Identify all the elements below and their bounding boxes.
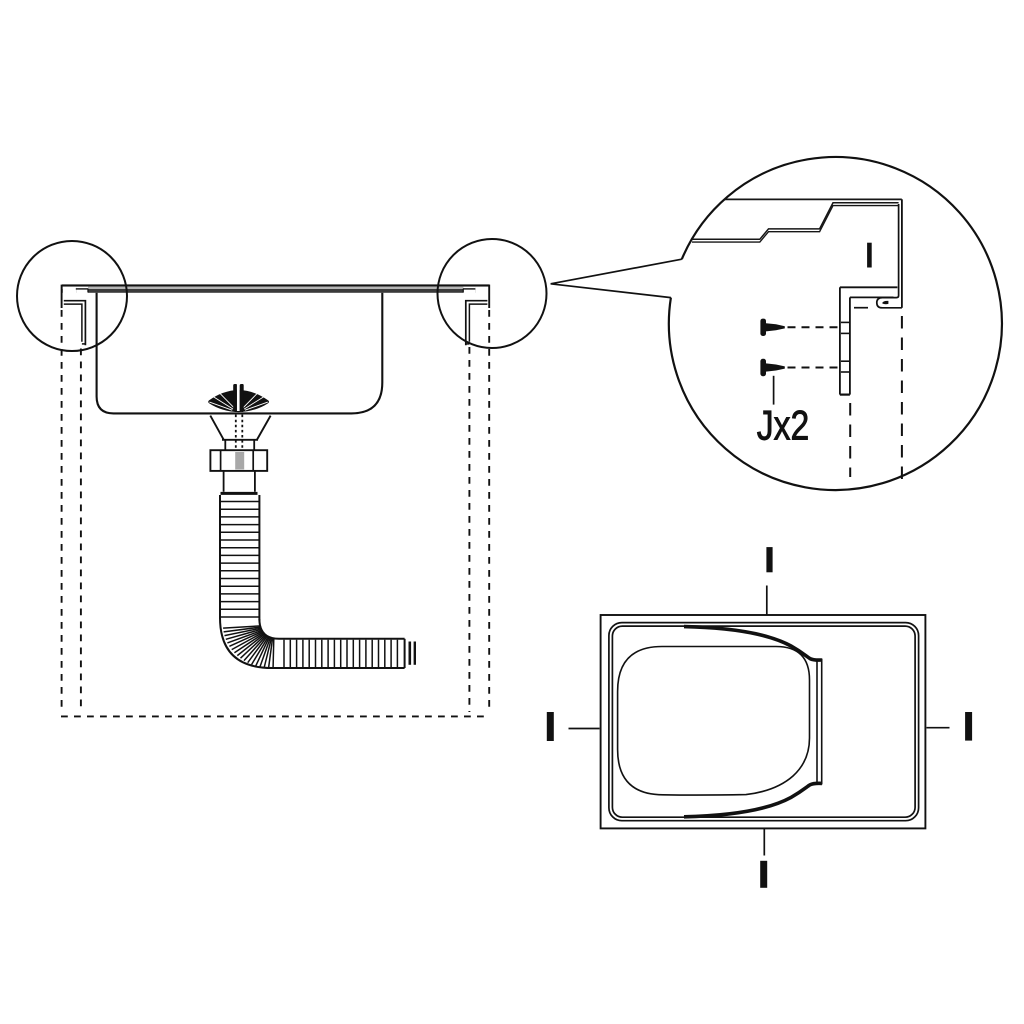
svg-text:Jx2: Jx2	[757, 401, 810, 448]
